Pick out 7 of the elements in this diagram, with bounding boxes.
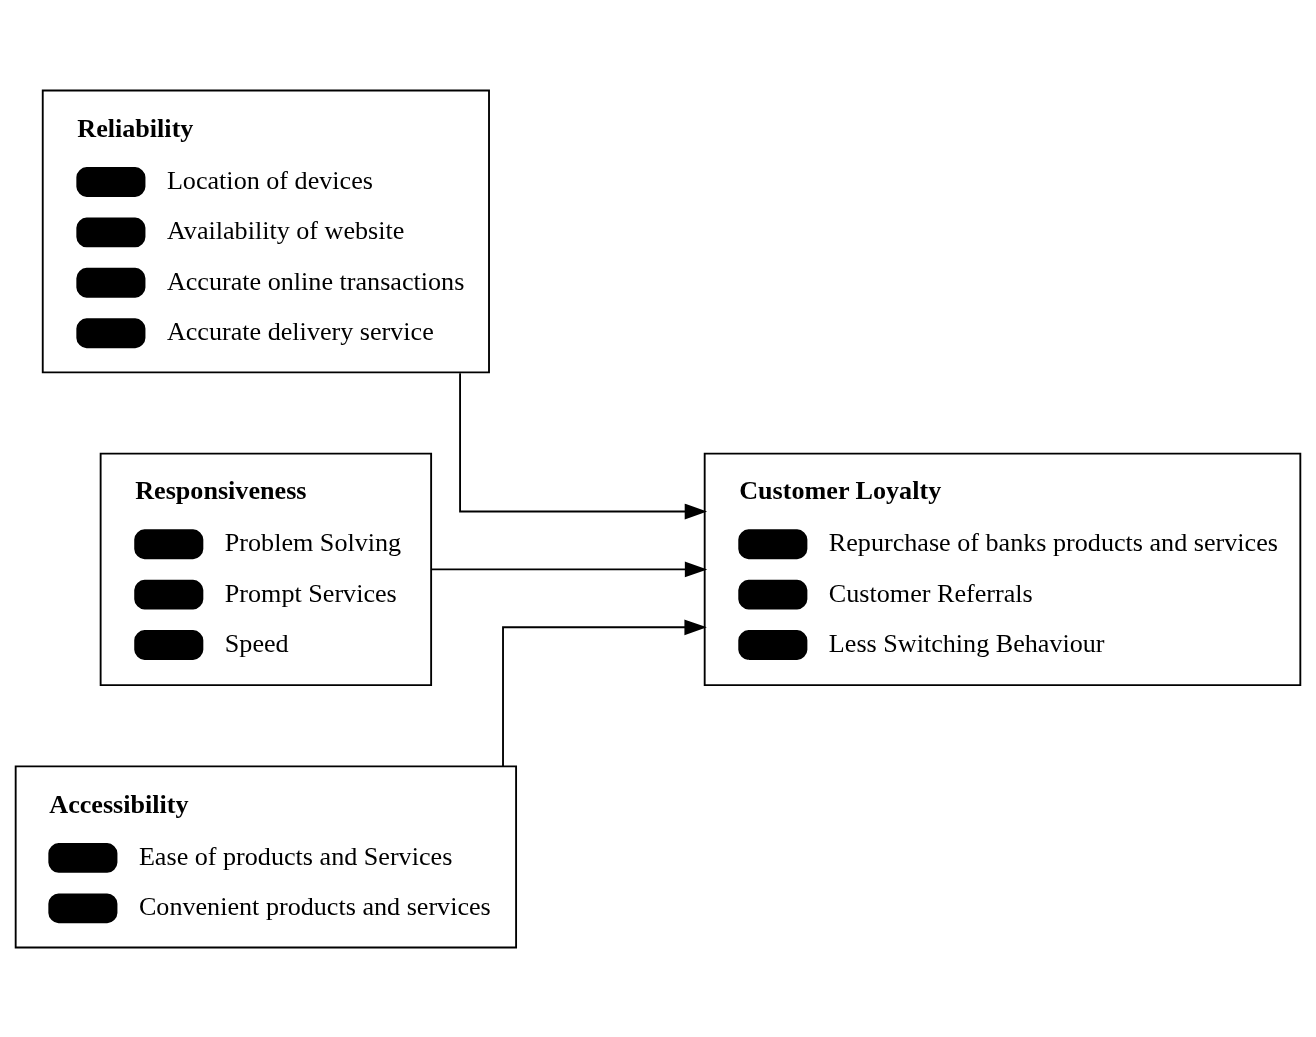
node-box: Customer Loyalty Repurchase of banks products and services Customer Referrals Less Switching Behaviour bbox=[703, 452, 1302, 686]
node-box: Responsiveness Problem Solving Prompt Services Speed bbox=[99, 452, 433, 686]
node-box: Accessibility Ease of products and Services Convenient products and services bbox=[14, 764, 518, 948]
arrow bbox=[459, 371, 708, 519]
arrow bbox=[502, 618, 707, 767]
arrow bbox=[430, 561, 708, 577]
node-box: Reliability Location of devices Availability of website Accurate online transactions Accurate delivery service bbox=[41, 89, 490, 373]
